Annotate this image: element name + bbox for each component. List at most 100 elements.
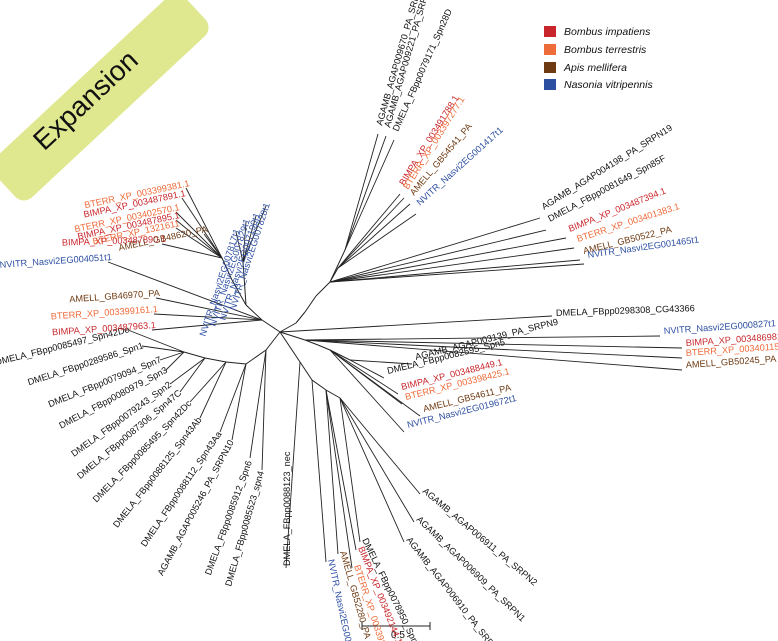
tree-branch-internal xyxy=(261,319,281,333)
tree-branch-leaf xyxy=(329,259,581,283)
tree-branch-leaf xyxy=(325,389,339,555)
tree-leaf-label: BIMPA_XP_003487890.1 xyxy=(62,234,166,248)
tree-branch-leaf xyxy=(107,261,263,321)
tree-branches xyxy=(107,133,683,569)
tree-branch-leaf xyxy=(141,345,185,353)
tree-branch-leaf xyxy=(203,233,223,259)
tree-branch-internal xyxy=(245,304,263,321)
tree-branch-leaf xyxy=(155,297,263,321)
tree-branch-leaf xyxy=(337,203,411,269)
tree-branch-leaf xyxy=(159,351,185,361)
tree-branch-internal xyxy=(295,311,306,324)
tree-branch-leaf xyxy=(242,205,267,263)
tree-branch-internal xyxy=(317,344,331,351)
tree-branch-leaf xyxy=(285,361,301,569)
tree-branch-leaf xyxy=(179,357,206,393)
tree-branch-leaf xyxy=(279,315,553,333)
scale-bar: 0.5 xyxy=(361,622,431,641)
tree-leaf-label: DMELA_FBpp0088123_nec xyxy=(282,451,292,566)
tree-branch-internal xyxy=(329,267,339,283)
tree-branch-leaf xyxy=(329,217,541,283)
tree-branch-leaf xyxy=(339,397,361,543)
tree-branch-leaf xyxy=(337,197,405,269)
tree-branch-leaf xyxy=(344,139,395,251)
tree-branch-internal xyxy=(299,361,313,381)
legend-swatch-apis-mellifera xyxy=(544,62,556,73)
tree-branch-leaf xyxy=(199,361,227,419)
legend-swatch-bombus-impatiens xyxy=(544,26,556,37)
tree-leaf-label: BTERR_XP_003399161.1 xyxy=(50,304,158,321)
tree-branch-internal xyxy=(304,339,319,346)
tree-branch-leaf xyxy=(181,197,223,259)
tree-branch-internal xyxy=(325,389,341,399)
tree-branch-leaf xyxy=(151,319,263,331)
tree-branch-internal xyxy=(311,379,327,391)
tree-branch-leaf xyxy=(329,263,585,283)
tree-branch-leaf xyxy=(329,229,547,283)
legend-swatch-nasonia-vitripennis xyxy=(544,79,556,90)
tree-branch-leaf xyxy=(185,187,223,259)
tree-branch-leaf xyxy=(304,339,683,371)
legend-label-apis-mellifera: Apis mellifera xyxy=(563,62,627,74)
tree-branch-internal xyxy=(265,331,281,351)
tree-branch-internal xyxy=(242,261,247,306)
tree-branch-leaf xyxy=(169,357,206,385)
tree-branch-internal xyxy=(279,331,301,363)
tree-branch-leaf xyxy=(235,231,244,263)
tree-branch-leaf xyxy=(304,339,683,359)
tree-leaf-label: AMELL_GB46970_PA xyxy=(69,288,161,304)
tree-branch-internal xyxy=(204,357,227,363)
tree-branch-leaf xyxy=(329,247,575,283)
tree-branch-internal xyxy=(221,257,233,281)
tree-branch-leaf xyxy=(242,215,257,263)
tree-branch-leaf xyxy=(329,349,421,417)
tree-leaf-label: DMELA_FBpp0298308_CG43366 xyxy=(556,303,695,318)
tree-branch-leaf xyxy=(329,349,399,395)
tree-branch-internal xyxy=(315,281,331,297)
tree-branch-internal xyxy=(183,351,206,359)
tree-branch-internal xyxy=(279,331,306,341)
tree-branch-leaf xyxy=(349,359,413,365)
legend-swatch-bombus-terrestris xyxy=(544,44,556,55)
tree-branch-leaf xyxy=(175,227,223,259)
tree-branch-leaf xyxy=(325,389,353,569)
tree-branch-leaf xyxy=(127,329,185,353)
tree-branch-leaf xyxy=(349,359,385,379)
tree-branch-leaf xyxy=(153,313,263,321)
scale-bar-label: 0.5 xyxy=(391,630,405,641)
tree-branch-leaf xyxy=(344,135,387,251)
tree-branch-leaf xyxy=(161,243,223,259)
expansion-banner: Expansion xyxy=(0,0,209,201)
tree-branch-leaf xyxy=(329,237,567,283)
tree-branch-internal xyxy=(304,295,317,313)
tree-branch-leaf xyxy=(231,363,247,441)
legend: Bombus impatiens Bombus terrestris Apis … xyxy=(544,26,653,91)
tree-branch-internal xyxy=(279,322,297,333)
tree-branch-leaf xyxy=(339,397,405,543)
tree-branch-leaf xyxy=(337,193,401,269)
tree-branch-leaf xyxy=(175,219,223,259)
tree-branch-leaf xyxy=(304,339,683,349)
tree-branch-leaf xyxy=(311,379,327,563)
tree-branch-leaf xyxy=(344,133,379,251)
tree-branch-internal xyxy=(225,361,247,365)
tree-branch-leaf xyxy=(175,211,223,259)
expansion-banner-shape xyxy=(0,0,209,201)
legend-label-bombus-impatiens: Bombus impatiens xyxy=(564,26,651,38)
tree-branch-leaf xyxy=(261,349,267,471)
legend-label-bombus-terrestris: Bombus terrestris xyxy=(564,44,647,56)
tree-branch-leaf xyxy=(329,349,405,433)
tree-branch-leaf xyxy=(325,389,357,551)
tree-branch-leaf xyxy=(165,351,185,371)
tree-branch-internal xyxy=(231,279,247,306)
tree-branch-leaf xyxy=(339,397,421,495)
legend-label-nasonia-vitripennis: Nasonia vitripennis xyxy=(564,79,653,91)
tree-branch-leaf xyxy=(304,335,661,341)
tree-branch-leaf xyxy=(337,213,417,269)
tree-branch-internal xyxy=(245,349,267,365)
tree-branch-leaf xyxy=(242,221,247,263)
tree-branch-leaf xyxy=(219,363,247,433)
tree-branch-leaf xyxy=(249,349,267,459)
tree-branch-leaf xyxy=(339,397,415,523)
